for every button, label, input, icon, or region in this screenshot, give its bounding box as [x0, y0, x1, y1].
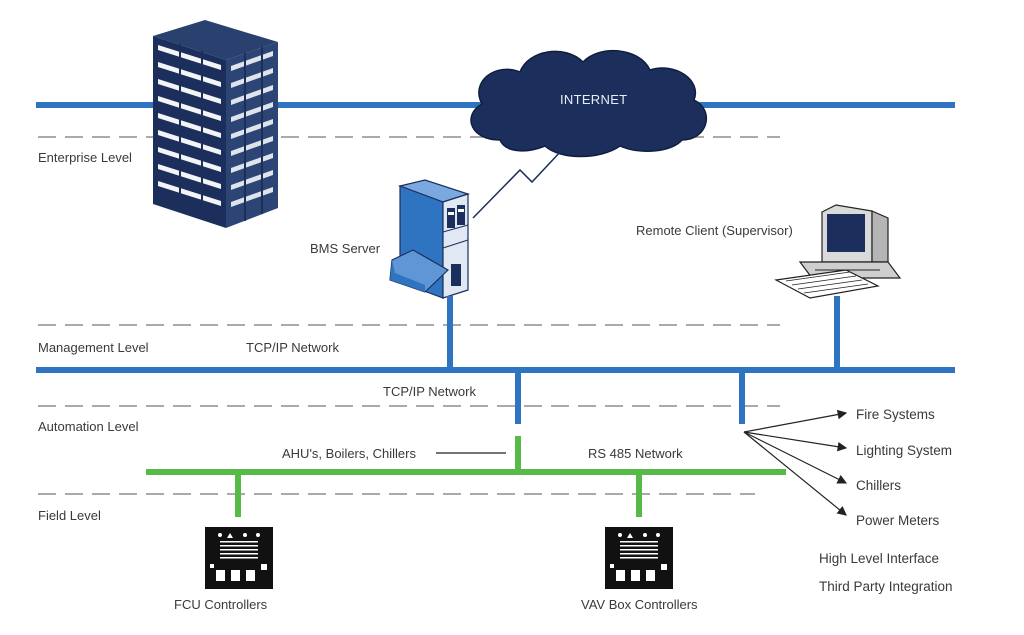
office-building-icon — [153, 20, 278, 228]
arrow-fire-systems — [743, 409, 848, 433]
integration-item-lighting-system: Lighting System — [856, 443, 952, 458]
arrow-lighting-system — [743, 431, 848, 452]
integration-item-fire-systems: Fire Systems — [856, 407, 935, 422]
integration-item-chillers: Chillers — [856, 478, 901, 493]
bms-server-icon — [389, 179, 470, 299]
label-high-level-interface: High Level Interface — [819, 551, 939, 566]
label-automation-level: Automation Level — [38, 419, 139, 434]
wan-link-zigzag — [472, 149, 563, 219]
label-rs485-network: RS 485 Network — [588, 446, 683, 461]
integration-item-power-meters: Power Meters — [856, 513, 940, 528]
label-third-party-integration: Third Party Integration — [819, 579, 953, 594]
arrow-power-meters — [743, 431, 847, 516]
arrow-chillers — [743, 431, 848, 484]
label-ahu-boilers-chillers: AHU's, Boilers, Chillers — [282, 446, 416, 461]
label-management-level: Management Level — [38, 340, 149, 355]
label-remote-client: Remote Client (Supervisor) — [636, 223, 793, 238]
integration-arrows — [743, 409, 848, 516]
label-fcu-controllers: FCU Controllers — [174, 597, 268, 612]
label-tcpip-management: TCP/IP Network — [246, 340, 339, 355]
label-vav-controllers: VAV Box Controllers — [581, 597, 698, 612]
label-tcpip-automation: TCP/IP Network — [383, 384, 476, 399]
fcu-controller-icon — [205, 527, 273, 589]
vav-controller-icon — [605, 527, 673, 589]
internet-label: INTERNET — [560, 92, 627, 107]
label-enterprise-level: Enterprise Level — [38, 150, 132, 165]
remote-client-computer-icon — [774, 204, 902, 299]
internet-cloud-icon: INTERNET — [470, 49, 707, 158]
label-bms-server: BMS Server — [310, 241, 381, 256]
label-field-level: Field Level — [38, 508, 101, 523]
